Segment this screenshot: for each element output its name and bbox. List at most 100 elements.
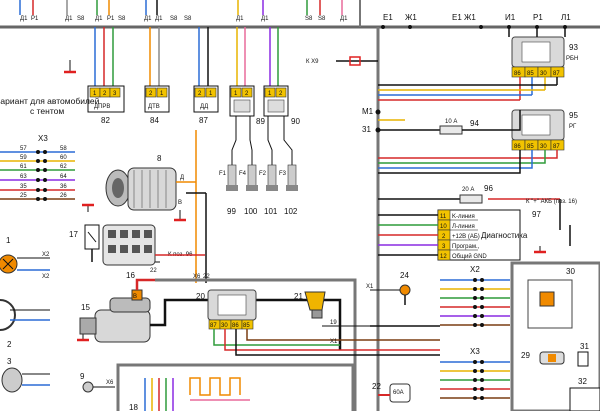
part-3-number: 3 [7,357,12,366]
sensor-87-name: ДД [200,104,208,110]
top-label-s8b: S8 [118,16,126,22]
right-bottom-components: 30 29 31 32 [521,267,600,411]
relay-20-pin85: 85 [243,323,250,329]
right-horizontal-wires [336,60,560,200]
lamp-21: 21 19 [294,291,370,327]
bus-label-zh1a: Ж1 [405,13,417,22]
spark-plug-101: F2 101 [259,164,278,216]
svg-text:22: 22 [203,274,210,280]
part-2-number: 2 [7,340,12,349]
relay-93-pin30: 30 [540,71,547,77]
svg-text:X2: X2 [42,274,50,280]
svg-text:64: 64 [60,174,67,180]
spark-plug-101-label: F2 [259,171,267,177]
part-1-number: 1 [6,236,11,245]
sensor-82-pin3: 3 [113,91,117,97]
part-30-number: 30 [566,267,575,276]
sensor-82-pin2: 2 [103,91,107,97]
mount-block-number: 16 [126,271,135,280]
coil-89-pin1: 1 [234,91,238,97]
bus-label-e1a: Е1 [383,13,393,22]
relay-95-pin86: 86 [514,144,521,150]
top-label-d1g: Д1 [261,16,269,22]
svg-text:59: 59 [20,155,27,161]
svg-text:В: В [133,294,137,300]
diagnostics-97: 97 11 10 2 3 12 K-линия Л-линия +12В (АБ… [378,199,571,261]
lamp-24-number: 24 [400,271,409,280]
bus-label-e1b: Е1 [452,13,462,22]
fuse-96-rating: 20 А [462,187,474,193]
coil-89-pin2: 2 [245,91,249,97]
spark-plug-99: F1 99 [219,164,238,216]
connector-x3-right: Х3 [470,347,480,356]
connector-x6: Х6 [106,380,114,386]
svg-text:25: 25 [20,193,27,199]
bottom-right-wires [370,295,440,356]
spark-plug-100-number: 100 [244,207,258,216]
fuse-96: 20 А 96 К "+" АКБ (поз. 16) [459,184,577,205]
sensor-84-name: ДТВ [148,104,160,110]
bus-label-i1: И1 [505,13,516,22]
bus-label-l1: Л1 [561,13,571,22]
sensor-84-pin1: 1 [160,91,164,97]
svg-text:62: 62 [60,164,67,170]
svg-text:63: 63 [20,174,27,180]
diag-label-l: Л-линия [452,224,475,230]
spark-plug-100-label: F4 [239,171,247,177]
coil-90-number: 90 [291,117,300,126]
hv-wires [231,116,293,165]
starter-15: 15 В [79,278,155,343]
coil-90-pin1: 1 [268,91,272,97]
top-label-s8f: S8 [318,16,326,22]
diag-label-k: K-линия [452,214,475,220]
relay-93-name: РБН [566,56,578,62]
svg-text:35: 35 [20,184,27,190]
connector-x1-mid: Х1 [366,284,374,290]
variant-note-line2: с тентом [30,106,64,116]
bus-label-zh1b: Ж1 [464,13,476,22]
relay-20-number: 20 [196,292,205,301]
svg-text:61: 61 [20,164,27,170]
lamp-24: 24 Х1 [366,271,411,296]
spark-plug-102-number: 102 [284,207,298,216]
relay-93-pin87: 87 [553,71,560,77]
diag-pin-2: 2 [442,234,446,240]
sensor-82-name: ДПРВ [94,104,110,110]
sensor-87-number: 87 [199,116,208,125]
starter-number: 15 [81,303,90,312]
relay-20-pin87: 87 [210,323,217,329]
relay-93-pin85: 85 [527,71,534,77]
top-label-d1b: Д1 [65,16,73,22]
relay-20-pin86: 86 [232,323,239,329]
svg-text:Д: Д [180,175,184,181]
bus-m1-label: М1 [362,107,374,116]
bus-31-label: 31 [362,125,371,134]
relay-95-name: РГ [569,124,577,130]
relay-feeds [508,27,566,100]
top-label-d1f: Д1 [236,16,244,22]
part-9-number: 9 [80,372,85,381]
svg-text:57: 57 [20,146,27,152]
part-31-number: 31 [580,342,589,351]
sensor-84-dtv: 2 1 ДТВ 84 [144,27,170,125]
relay-93-number: 93 [569,43,578,52]
part-32-number: 32 [578,377,587,386]
top-label-d1a: Д1 [20,16,28,22]
svg-text:X6: X6 [193,274,201,280]
fuse-94-rating: 10 А [445,119,457,125]
top-label-s8d: S8 [184,16,192,22]
spark-plug-99-number: 99 [227,207,236,216]
svg-text:60: 60 [60,155,67,161]
generator-8: 8 Д B [105,130,206,275]
sensor-84-number: 84 [150,116,159,125]
diagnostics-number: 97 [532,210,541,219]
right-lower-connectors: Х2 Х3 [440,261,600,411]
svg-text:60А: 60А [393,390,404,396]
mount-block-16: 16 К поз. 96 22 [102,224,205,280]
sensor-82-pin1: 1 [93,91,97,97]
diag-pin-12: 12 [440,254,447,260]
ground-markers [64,60,546,342]
spark-plugs: F1 99 F4 100 F2 101 F3 102 [219,164,298,216]
